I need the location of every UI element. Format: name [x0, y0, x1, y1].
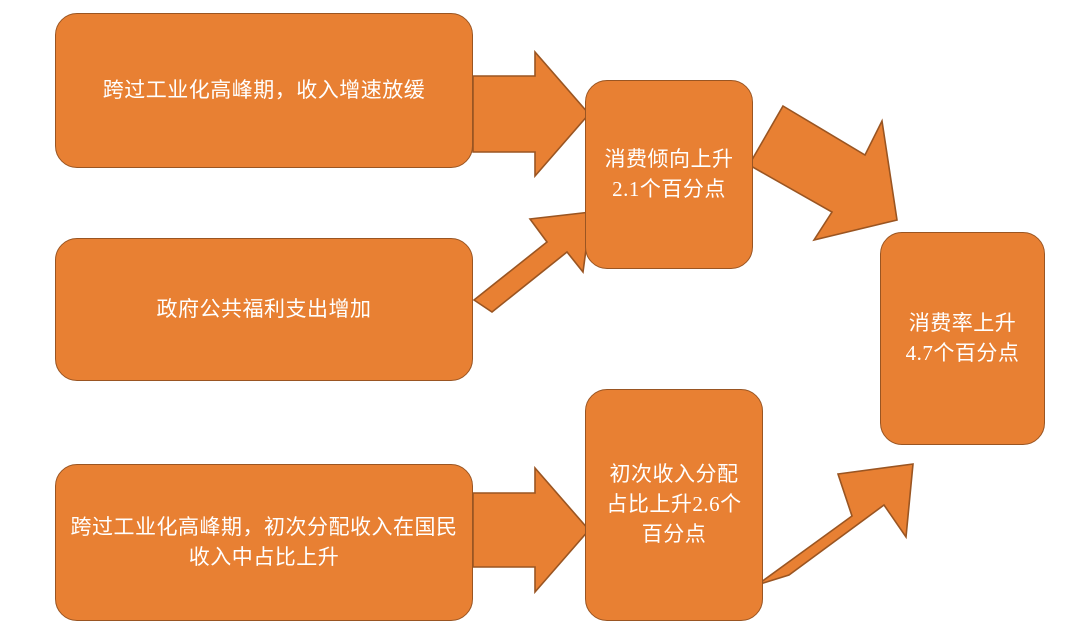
node-income-slowdown[interactable]: 跨过工业化高峰期，收入增速放缓: [55, 13, 473, 168]
node-consumption-rate[interactable]: 消费率上升4.7个百分点: [880, 232, 1045, 445]
node-welfare-spending[interactable]: 政府公共福利支出增加: [55, 238, 473, 381]
node-primary-distribution[interactable]: 跨过工业化高峰期，初次分配收入在国民收入中占比上升: [55, 464, 473, 621]
node-primary-share-label: 初次收入分配占比上升2.6个百分点: [606, 462, 742, 546]
node-primary-distribution-label: 跨过工业化高峰期，初次分配收入在国民收入中占比上升: [70, 514, 458, 569]
node-propensity-label: 消费倾向上升2.1个百分点: [604, 146, 734, 201]
node-income-slowdown-label: 跨过工业化高峰期，收入增速放缓: [102, 77, 426, 102]
edge-distribution-to-share: [472, 465, 591, 595]
edge-welfare-to-propensity: [472, 211, 592, 313]
node-propensity[interactable]: 消费倾向上升2.1个百分点: [585, 80, 753, 269]
node-consumption-rate-label: 消费率上升4.7个百分点: [905, 310, 1020, 365]
edge-propensity-to-rate: [747, 104, 898, 242]
edge-share-to-rate: [756, 463, 914, 586]
node-primary-share[interactable]: 初次收入分配占比上升2.6个百分点: [585, 389, 763, 621]
node-welfare-spending-label: 政府公共福利支出增加: [156, 296, 372, 321]
edge-income-to-propensity: [472, 49, 591, 179]
